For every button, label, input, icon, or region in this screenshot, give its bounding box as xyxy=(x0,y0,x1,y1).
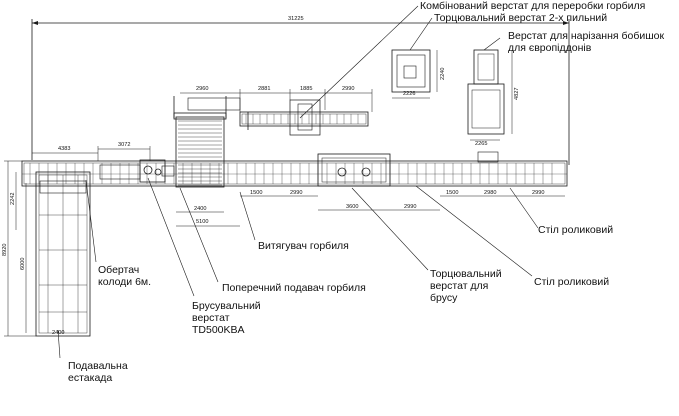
upper-left-dimension-lines xyxy=(32,146,151,161)
combined-station-conveyor xyxy=(239,99,369,136)
label-puller: Витягувач горбиля xyxy=(258,240,349,252)
dim-6000: 6000 xyxy=(20,257,26,270)
label-end-saw-two-blade: Торцювальний верстат 2-х пильний xyxy=(434,12,608,24)
dim-2960: 2960 xyxy=(196,86,209,92)
label-log-turner: Обертач колоди 6м. xyxy=(98,264,152,288)
block-cutting-station xyxy=(467,49,513,163)
dim-2226: 2226 xyxy=(403,91,416,97)
dim-2242: 2242 xyxy=(10,192,16,205)
dim-1500-right: 1500 xyxy=(446,190,459,196)
dim-total: 31225 xyxy=(288,16,304,22)
dim-3600: 3600 xyxy=(346,204,359,210)
dim-2240: 2240 xyxy=(440,67,446,80)
dim-2990-lower-left: 2990 xyxy=(290,190,303,196)
dim-8920: 8920 xyxy=(2,243,8,256)
dim-4383: 4383 xyxy=(58,146,71,152)
label-cross-feeder: Поперечний подавач горбиля xyxy=(222,282,366,294)
dim-2990-upper: 2990 xyxy=(342,86,355,92)
dim-2990-lower-mid: 2990 xyxy=(404,204,417,210)
dim-3072: 3072 xyxy=(118,142,131,148)
dim-2980: 2980 xyxy=(484,190,497,196)
feed-trestle xyxy=(35,171,91,337)
label-bar-machine: Брусувальний верстат TD500KBA xyxy=(192,300,261,336)
label-block-station: Верстат для нарізання бобишок для європі… xyxy=(508,30,665,54)
label-roller-table-1: Стіл роликовий xyxy=(538,224,614,236)
dim-2265: 2265 xyxy=(475,141,488,147)
dim-2400-feeder: 2400 xyxy=(194,206,207,212)
dim-5100: 5100 xyxy=(196,219,209,225)
label-roller-table-2: Стіл роликовий xyxy=(534,276,610,288)
callout-leaders xyxy=(57,5,539,359)
cross-feeder-unit xyxy=(173,96,241,188)
dim-1500-left: 1500 xyxy=(250,190,263,196)
label-end-saw-bar: Торцювальний верстат для брусу xyxy=(430,268,502,304)
dim-2990-lower-right: 2990 xyxy=(532,190,545,196)
dim-4827: 4827 xyxy=(514,87,520,100)
end-saw-two-blade-station xyxy=(391,49,438,99)
dim-1885: 1885 xyxy=(300,86,313,92)
end-saw-bar-station xyxy=(317,153,391,187)
dim-2881: 2881 xyxy=(258,86,271,92)
bar-machine-unit xyxy=(99,159,175,183)
total-dimension-line xyxy=(31,19,570,165)
label-feed-trestle: Подавальна естакада xyxy=(68,360,128,384)
dim-2400-left: 2400 xyxy=(52,330,65,336)
lower-dimension-lines xyxy=(176,195,565,227)
upper-dimension-lines xyxy=(180,89,373,112)
label-combined-station: Комбінований верстат для переробки горби… xyxy=(420,0,646,12)
left-dimension-lines xyxy=(4,160,36,337)
